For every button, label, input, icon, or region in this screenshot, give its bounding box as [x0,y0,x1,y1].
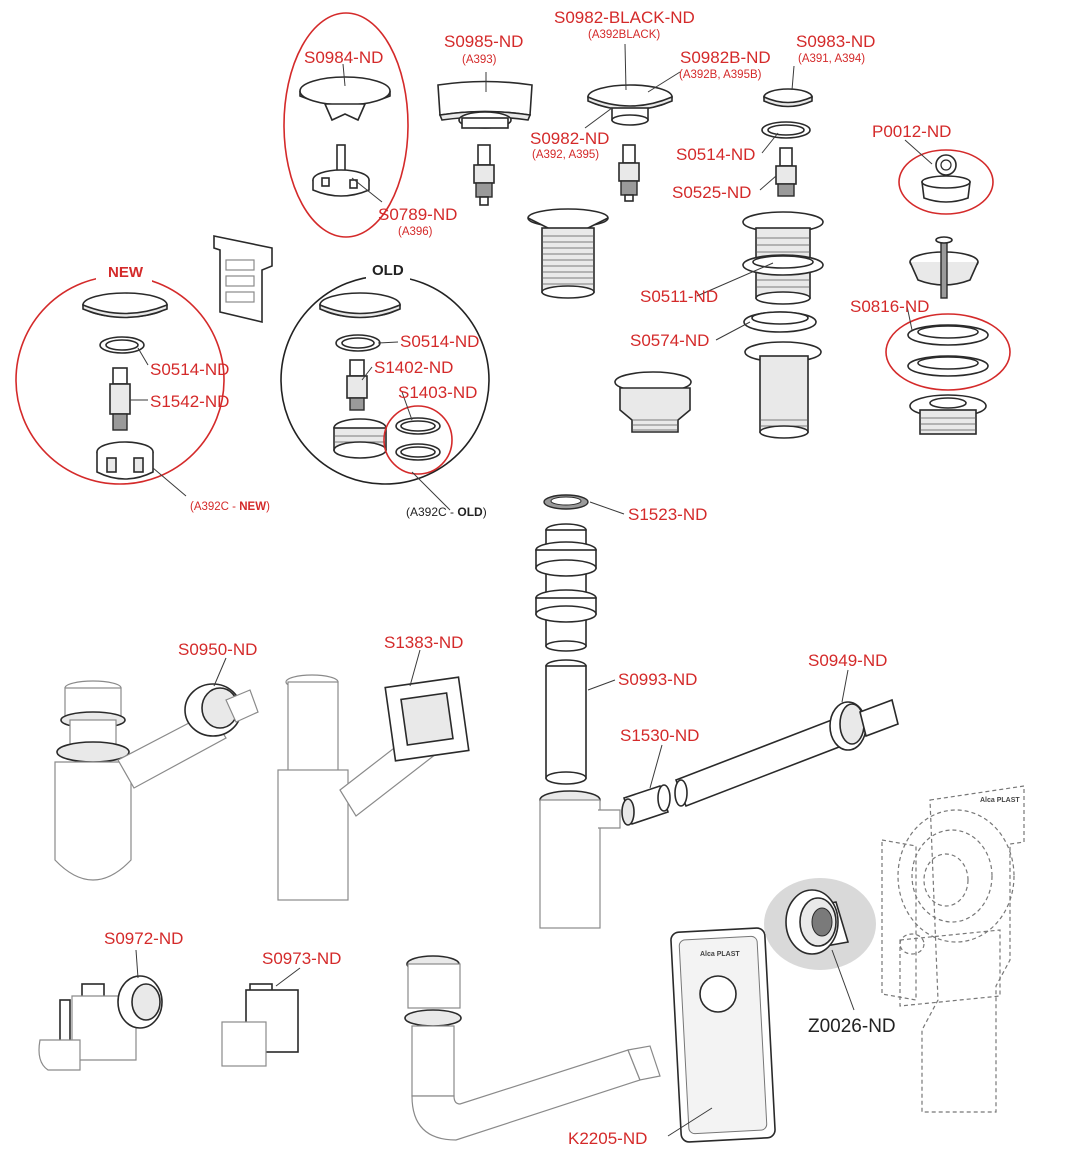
label-s0950: S0950-ND [178,640,257,659]
s0993-pipe [545,659,587,785]
label-s0949: S0949-ND [808,651,887,670]
p0012-highlight-ring [898,149,994,215]
old-ring-s0514 [335,334,381,352]
s0816-group [885,236,1011,435]
new-cap [82,292,168,319]
new-cartridge-s1542 [109,367,131,431]
s0574-washer [743,311,817,333]
s0972-round-valve [38,975,163,1071]
old-tag: OLD [372,262,404,279]
old-body [333,418,387,459]
s0985-cartridge [473,144,495,206]
s1523-ring [543,494,589,510]
s0982-cartridge [618,144,640,202]
label-s0514-top: S0514-ND [676,145,755,164]
k2205-brand-text: Alca PLAST [700,951,740,958]
k2205-cover-plate: Alca PLAST [670,927,776,1143]
s0984-cap [299,76,391,122]
bottom-pipe-siphon [404,955,661,1141]
label-s0983: S0983-ND [796,32,875,51]
s0816-highlight-ring [885,313,1011,391]
label-s0514-new: S0514-ND [150,360,229,379]
drain-body-long [527,208,609,299]
label-s0816: S0816-ND [850,297,929,316]
label-s0982: S0982-ND [530,129,609,148]
label-s0514-old: S0514-ND [400,332,479,351]
s0511-drain-body [742,211,824,305]
old-cap [319,292,401,319]
label-s0982-sub: (A392, A395) [532,149,599,161]
label-z0026: Z0026-ND [808,1016,896,1037]
s0950-round-siphon [54,680,259,881]
s0949-arm-pipe [674,698,899,808]
drain-body-tall [744,341,822,439]
label-s0789: S0789-ND [378,205,457,224]
label-s1402: S1402-ND [374,358,453,377]
label-k2205: K2205-ND [568,1129,647,1148]
label-s0993: S0993-ND [618,670,697,689]
label-s0511: S0511-ND [640,287,718,306]
new-ring-s0514 [99,336,145,354]
s1383-square-siphon [277,674,470,901]
s0973-square-valve [221,983,299,1067]
new-tag: NEW [108,264,144,281]
old-assembly-group: OLD [280,260,490,485]
concealed-siphon-box: Alca PLAST [881,785,1025,1113]
label-s0789-sub: (A396) [398,226,433,238]
siphon-upper-pipe [535,523,597,652]
s1403-highlight-ring [383,405,453,475]
label-p0012: P0012-ND [872,122,951,141]
strainer-basket [909,236,979,299]
label-a392c-new: (A392C - NEW) [190,501,270,513]
s0982-cap [587,84,673,126]
s0514-top-ring [761,121,811,139]
s0984-group [283,12,409,238]
new-assembly-group: NEW [15,262,225,485]
label-s0574: S0574-ND [630,331,709,350]
s0984-highlight-ring [283,12,409,238]
label-a392c-old: (A392C - OLD) [406,505,487,519]
label-s1383: S1383-ND [384,633,463,652]
z0026-group [764,878,876,970]
label-s1523: S1523-ND [628,505,707,524]
label-s0982b: S0982B-ND [680,48,771,67]
old-cartridge-s1402 [346,359,368,411]
s0985-cap [437,80,533,129]
label-s0982-black: S0982-BLACK-ND [554,8,695,27]
drain-body-short [614,371,692,433]
leader-lines [130,43,933,1137]
old-rings-s1403 [395,417,441,461]
label-s0985: S0985-ND [444,32,523,51]
label-s1542: S1542-ND [150,392,229,411]
label-s0982-black-sub: (A392BLACK) [588,29,660,41]
overflow-rack [213,235,273,324]
label-s0973: S0973-ND [262,949,341,968]
s0789-base [312,144,370,197]
new-nut [96,441,154,480]
bottle-siphon-center [539,790,621,929]
label-s0982b-sub: (A392B, A395B) [679,69,762,81]
label-s1530: S1530-ND [620,726,699,745]
label-s0525: S0525-ND [672,183,751,202]
label-s0972: S0972-ND [104,929,183,948]
s1530-connector [621,784,671,826]
label-s1403: S1403-ND [398,383,477,402]
strainer-body [909,394,987,435]
part-labels: S0984-ND S0985-ND (A393) S0982-BLACK-ND … [104,8,951,1148]
label-s0983-sub: (A391, A394) [798,53,865,65]
s0525-cartridge [775,147,797,197]
label-s0985-sub: (A393) [462,54,497,66]
box-brand-text: Alca PLAST [980,797,1020,804]
s0983-cap [763,88,813,108]
p0012-group [898,149,994,215]
label-s0984: S0984-ND [304,48,383,67]
